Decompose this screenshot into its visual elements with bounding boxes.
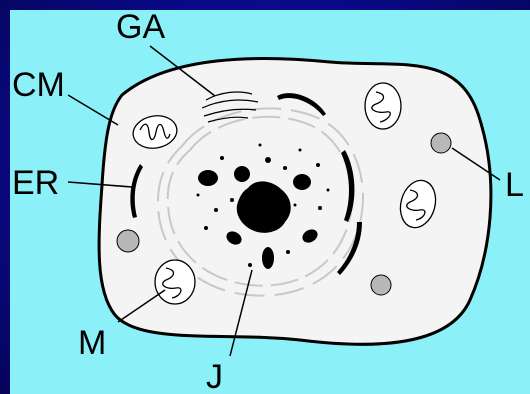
- label-cm: CM: [12, 66, 65, 104]
- label-ga: GA: [116, 8, 165, 46]
- label-m: M: [78, 324, 106, 362]
- label-er: ER: [12, 164, 59, 202]
- label-l: L: [505, 166, 524, 204]
- label-j: J: [206, 358, 223, 394]
